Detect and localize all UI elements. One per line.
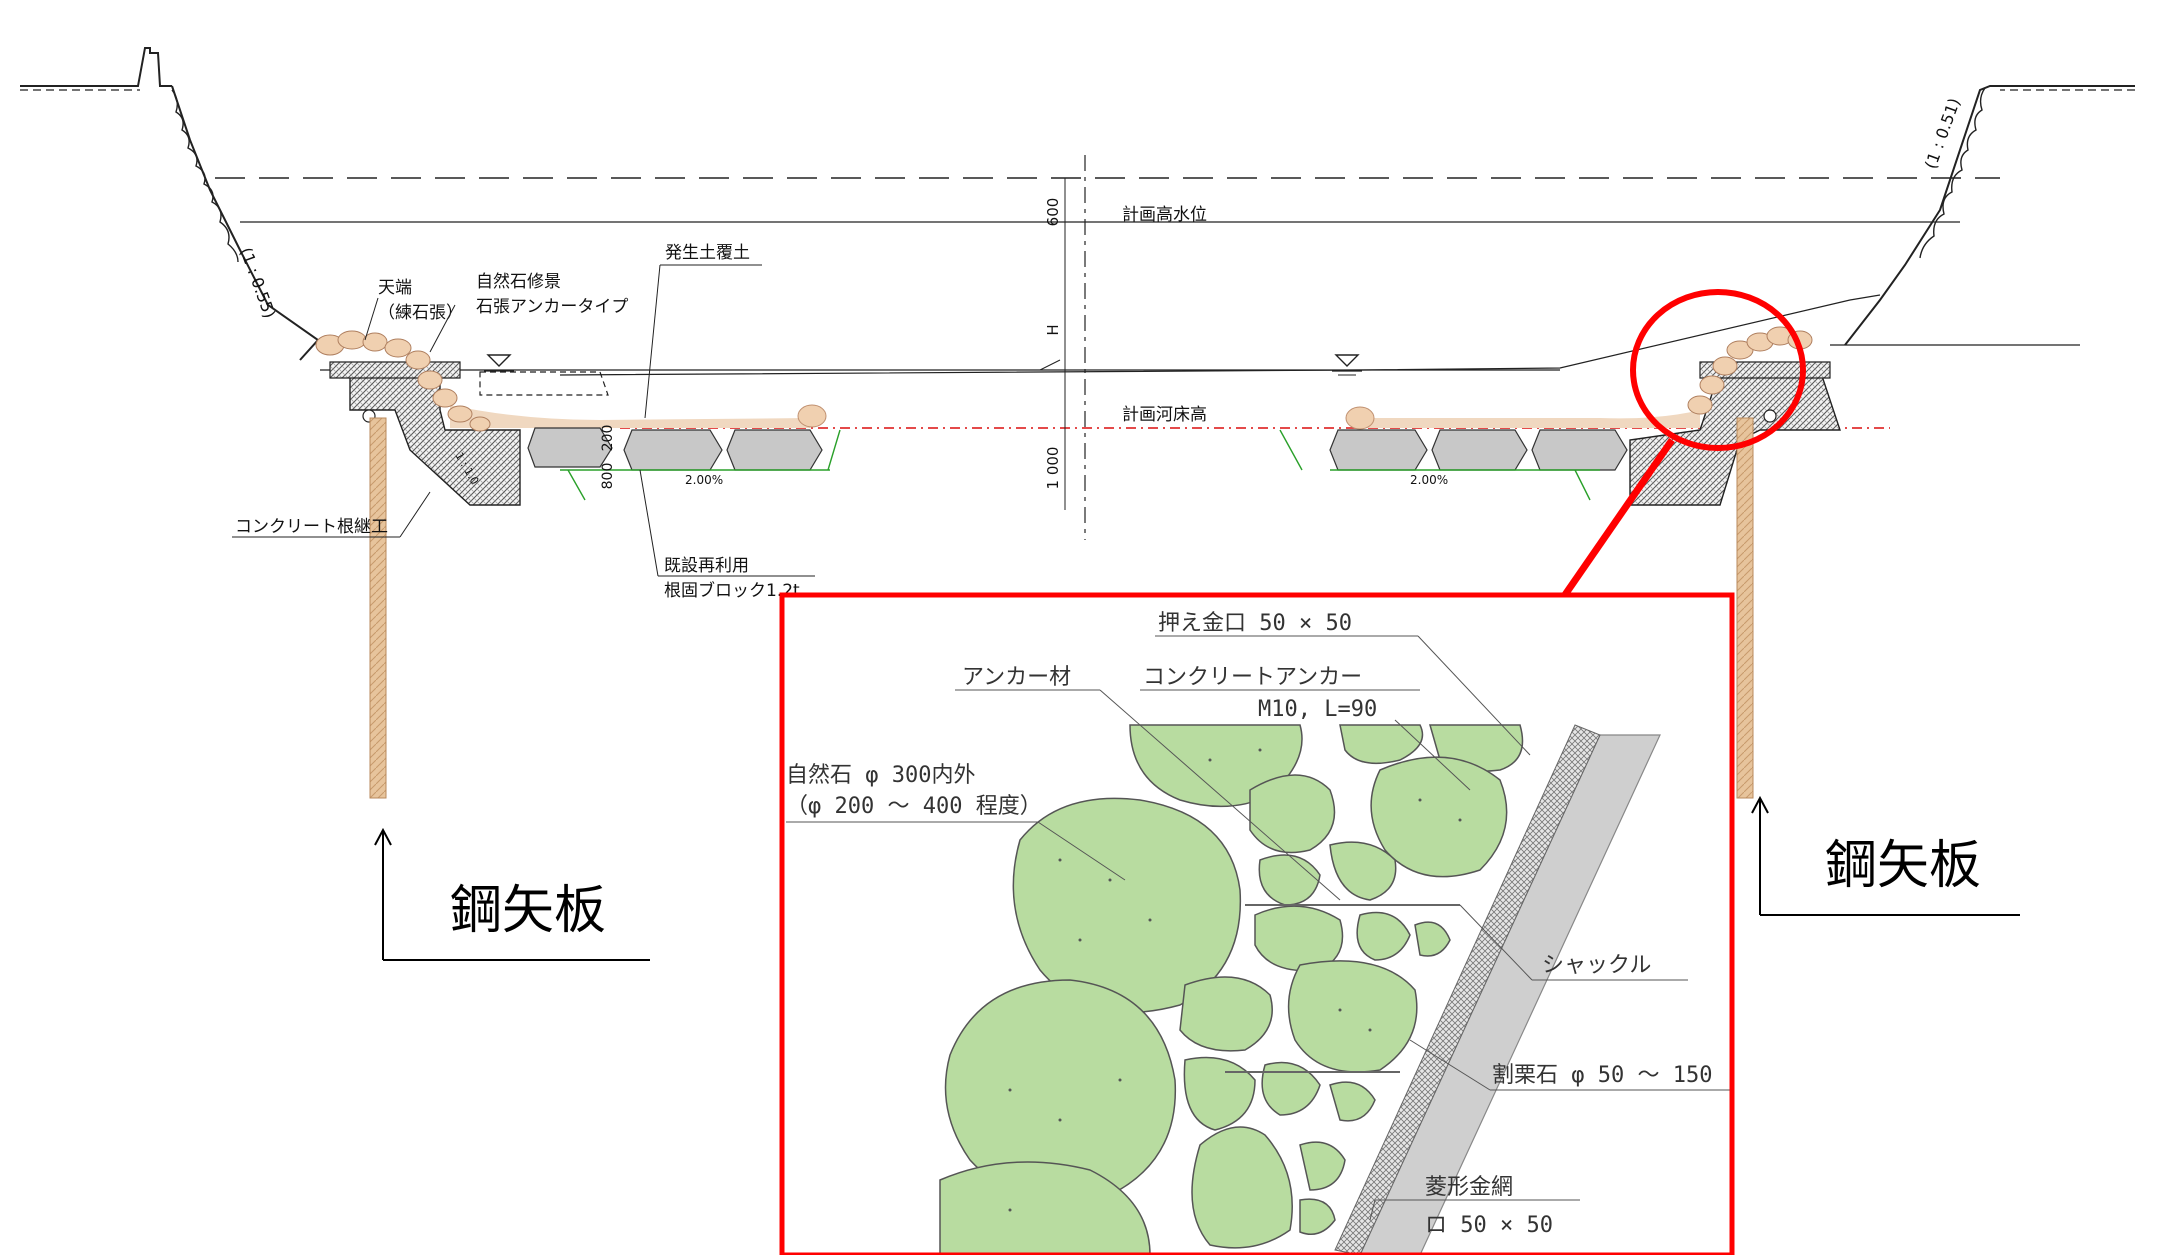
detail-anchor-spec: M10, L=90 xyxy=(1258,697,1377,722)
cover-soil xyxy=(450,404,1700,430)
detail-natural-stone: 自然石 φ 300内外 xyxy=(786,763,975,788)
sheet-pile-callout-left: 鋼矢板 xyxy=(374,827,650,961)
ground-profile xyxy=(20,47,2135,361)
label-reuse-2: 根固ブロック1.2t xyxy=(664,580,800,601)
detail-wire-mesh: 菱形金網 xyxy=(1425,1175,1513,1200)
sheet-pile-label-left: 鋼矢板 xyxy=(450,881,606,941)
detail-mesh-size: ロ 50 × 50 xyxy=(1425,1213,1553,1238)
dim-freeboard: 600 xyxy=(1044,198,1062,227)
natural-stones xyxy=(939,724,1524,1255)
label-soil: 発生土覆土 xyxy=(665,243,750,263)
label-crown-2: （練石張） xyxy=(378,303,463,323)
label-reuse-1: 既設再利用 xyxy=(664,556,749,576)
dim-height: H xyxy=(1044,324,1062,335)
sheet-pile-label-right: 鋼矢板 xyxy=(1825,836,1981,896)
right-revetment xyxy=(1629,326,1841,506)
water-level-label: 計画高水位 xyxy=(1122,205,1207,225)
label-nature-2: 石張アンカータイプ xyxy=(476,297,628,317)
detail-anchor-member: アンカー材 xyxy=(962,665,1071,690)
detail-inset: 押え金口 50 × 50 アンカー材 コンクリートアンカー M10, L=90 … xyxy=(779,592,1735,1255)
dim-depth: 1 000 xyxy=(1044,447,1062,490)
label-footing: コンクリート根継工 xyxy=(235,517,388,537)
root-blocks xyxy=(527,427,1628,501)
dim-block-800: 800 xyxy=(600,463,616,490)
slope-left-text: (1 : 0.55) xyxy=(236,245,279,321)
slope-pct-right: 2.00% xyxy=(1410,473,1448,487)
label-nature-1: 自然石修景 xyxy=(476,272,561,292)
sheet-piles xyxy=(369,417,1754,799)
left-stones xyxy=(315,330,491,432)
label-crown-1: 天端 xyxy=(378,278,412,298)
leader-labels: 天端 （練石張） 自然石修景 石張アンカータイプ 発生土覆土 コンクリート根継工… xyxy=(232,243,815,601)
sheet-pile-callout-right: 鋼矢板 xyxy=(1751,795,2020,916)
anchor-bars xyxy=(1225,904,1460,1073)
detail-shackle: シャックル xyxy=(1542,953,1651,978)
detail-clamp: 押え金口 50 × 50 xyxy=(1158,611,1352,636)
right-stones xyxy=(1687,326,1813,415)
bed-level-label: 計画河床高 xyxy=(1122,405,1207,425)
slope-pct-left: 2.00% xyxy=(685,473,723,487)
detail-concrete-anchor: コンクリートアンカー xyxy=(1143,665,1362,690)
detail-split-stone: 割栗石 φ 50 ～ 150 xyxy=(1492,1063,1712,1088)
detail-stone-range: （φ 200 ～ 400 程度） xyxy=(786,794,1042,819)
detail-labels: 押え金口 50 × 50 アンカー材 コンクリートアンカー M10, L=90 … xyxy=(786,611,1730,1238)
dim-block-200: 200 xyxy=(600,425,616,452)
svg-text:(1 : 0.55): (1 : 0.55) xyxy=(236,245,279,321)
left-revetment xyxy=(315,330,609,506)
